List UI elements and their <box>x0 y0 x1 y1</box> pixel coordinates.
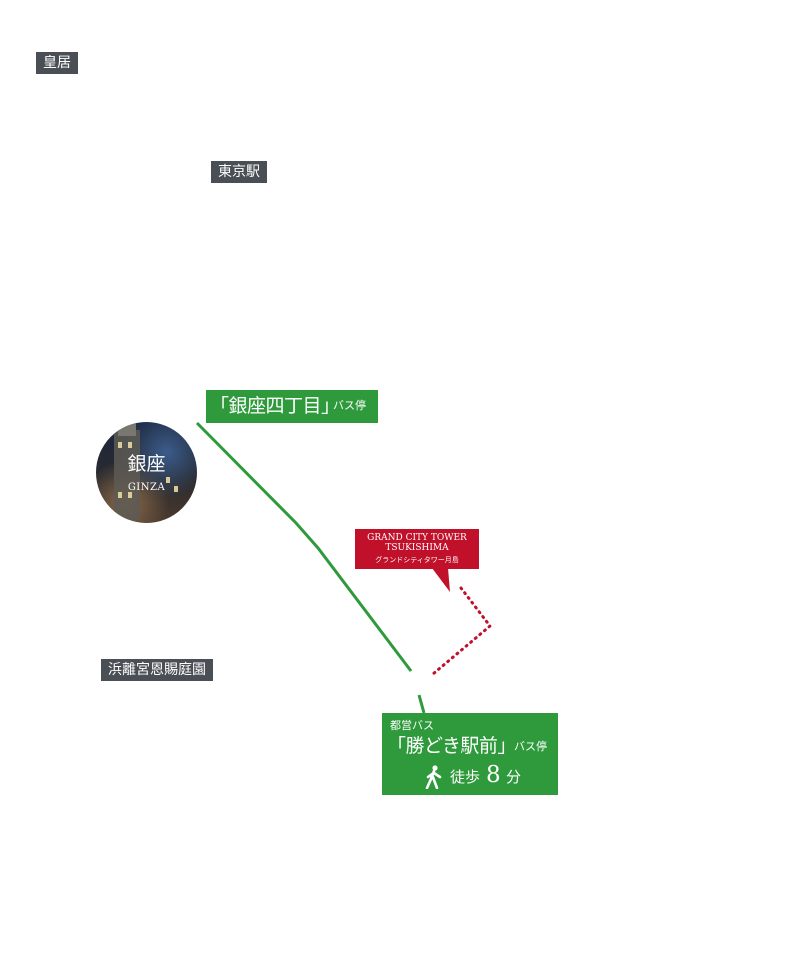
tower-name-ja: グランドシティタワー月島 <box>375 556 459 564</box>
ginza-photo-tower <box>118 422 136 436</box>
ginza-name-ja: 銀座 <box>127 453 166 475</box>
ginza-photo-window <box>174 486 178 492</box>
walk-minutes: 8 <box>486 762 501 788</box>
tower-name-line2: TSUKISHIMA <box>385 543 449 553</box>
kachidoki-bus-stop-name: 「勝どき駅前」 <box>387 735 516 757</box>
ginza-photo-badge: 銀座 GINZA <box>96 422 197 523</box>
ginza-photo-window <box>128 442 132 448</box>
label-hamarikyu: 浜離宮恩賜庭園 <box>101 659 213 681</box>
ginza-photo-window <box>118 492 122 498</box>
tower-label: GRAND CITY TOWER TSUKISHIMA グランドシティタワー月島 <box>355 529 479 569</box>
tower-label-pointer <box>432 568 450 592</box>
label-kokyo: 皇居 <box>36 52 78 74</box>
bus-stop-connector <box>417 694 426 714</box>
kachidoki-bus-stop-suffix: バス停 <box>514 740 547 753</box>
ginza-photo-window <box>118 442 122 448</box>
walking-person-icon <box>425 765 442 789</box>
kachidoki-bus-stop-label: 都営バス 「勝どき駅前」 バス停 徒歩 8 分 <box>382 713 558 795</box>
ginza-photo-window <box>166 477 170 483</box>
ginza-bus-stop-suffix: バス停 <box>333 399 366 412</box>
walk-label: 徒歩 <box>450 768 481 786</box>
ginza-photo-window <box>128 492 132 498</box>
tower-name-line1: GRAND CITY TOWER <box>367 533 467 543</box>
bus-route-line <box>195 421 413 672</box>
walking-route-line <box>431 586 493 676</box>
ginza-bus-stop-label: 「銀座四丁目」 バス停 <box>206 390 378 423</box>
label-tokyo-station: 東京駅 <box>211 161 267 183</box>
ginza-bus-stop-name: 「銀座四丁目」 <box>210 395 340 417</box>
walk-unit: 分 <box>506 768 522 786</box>
bus-operator: 都営バス <box>390 719 434 732</box>
ginza-name-en: GINZA <box>127 482 166 493</box>
